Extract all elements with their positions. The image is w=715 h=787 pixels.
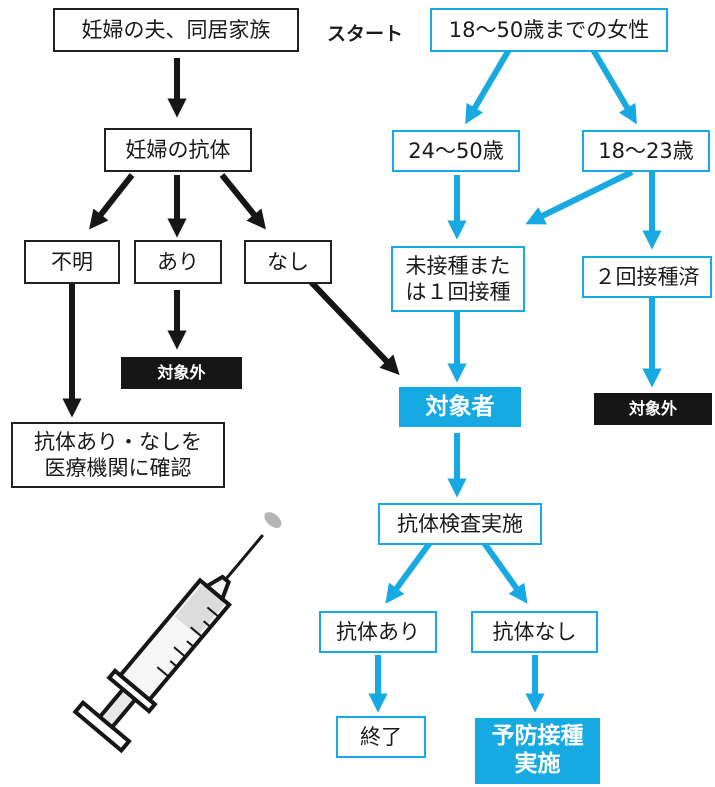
- arrow-test-to-antibody-yes: [385, 538, 435, 604]
- syringe-liquid: [174, 584, 225, 636]
- syringe-scale: [156, 606, 220, 678]
- absent-box: なし: [244, 240, 332, 284]
- arrow-test-to-antibody-no: [479, 538, 528, 604]
- antibody-test-box: 抗体検査実施: [378, 503, 542, 545]
- age-24-50-box: 24〜50歳: [392, 130, 520, 172]
- syringe-droplet: [264, 512, 282, 528]
- syringe-tip: [203, 574, 231, 603]
- arrow-antibody-to-absent: [219, 173, 267, 230]
- not-or-once-box: 未接種また は１回接種: [391, 246, 525, 312]
- women-box: 18〜50歳までの女性: [430, 8, 668, 52]
- antibody-yes-box: 抗体あり: [319, 611, 437, 653]
- arrow-antibody-to-unknown: [89, 173, 135, 230]
- start-label: スタート: [327, 23, 404, 45]
- confirm-box: 抗体あり・なしを 医療機関に確認: [11, 422, 225, 488]
- family-box: 妊婦の夫、同居家族: [53, 8, 299, 52]
- twice-box: ２回接種済: [582, 256, 712, 298]
- antibody-check-box: 妊婦の抗体: [104, 128, 252, 172]
- arrow-18-23-to-unvaccinated: [525, 169, 634, 225]
- age-18-23-box: 18〜23歳: [582, 130, 710, 172]
- vaccinate-label: 予防接種 実施: [475, 718, 600, 784]
- left-excluded-label: 対象外: [121, 357, 242, 389]
- right-excluded-label: 対象外: [594, 393, 712, 425]
- arrow-women-to-24-50: [465, 46, 513, 125]
- arrow-women-to-18-23: [589, 46, 637, 125]
- syringe-illustration: [72, 512, 282, 754]
- syringe-needle: [224, 534, 264, 581]
- present-box: あり: [134, 240, 222, 284]
- unknown-box: 不明: [24, 240, 120, 284]
- antibody-no-box: 抗体なし: [471, 611, 598, 653]
- target-label: 対象者: [399, 387, 521, 427]
- end-box: 終了: [336, 716, 426, 758]
